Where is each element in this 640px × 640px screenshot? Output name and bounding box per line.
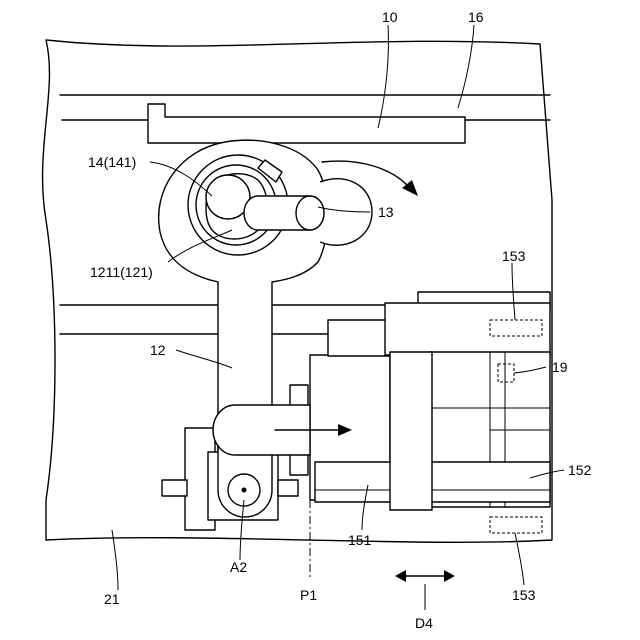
label-151: 151 [348,532,372,548]
screw-left [162,480,187,496]
label-13: 13 [378,204,394,220]
sensor-153-bottom [490,517,542,533]
label-a2: A2 [230,559,247,575]
d4-arrowhead-left [395,570,406,582]
d4-arrowhead-right [444,570,455,582]
top-rail [385,303,550,355]
label-19: 19 [552,359,568,375]
pivot-a2-center [242,488,247,493]
label-12: 12 [150,342,166,358]
label-153-top: 153 [502,248,526,264]
label-p1: P1 [300,587,317,603]
slider-block-top [328,320,390,356]
label-10: 10 [382,9,398,25]
screw-right [278,480,298,496]
pin-13-end [296,196,324,230]
carriage [390,352,432,510]
slide-plate-10 [148,104,465,143]
label-21: 21 [104,591,120,607]
leader-10 [378,25,388,128]
label-d4: D4 [415,615,433,631]
label-16: 16 [468,9,484,25]
label-14: 14(141) [88,154,136,170]
label-1211: 1211(121) [90,264,153,280]
label-153-bottom: 153 [512,587,536,603]
label-152: 152 [568,462,592,478]
leader-21 [112,530,118,590]
